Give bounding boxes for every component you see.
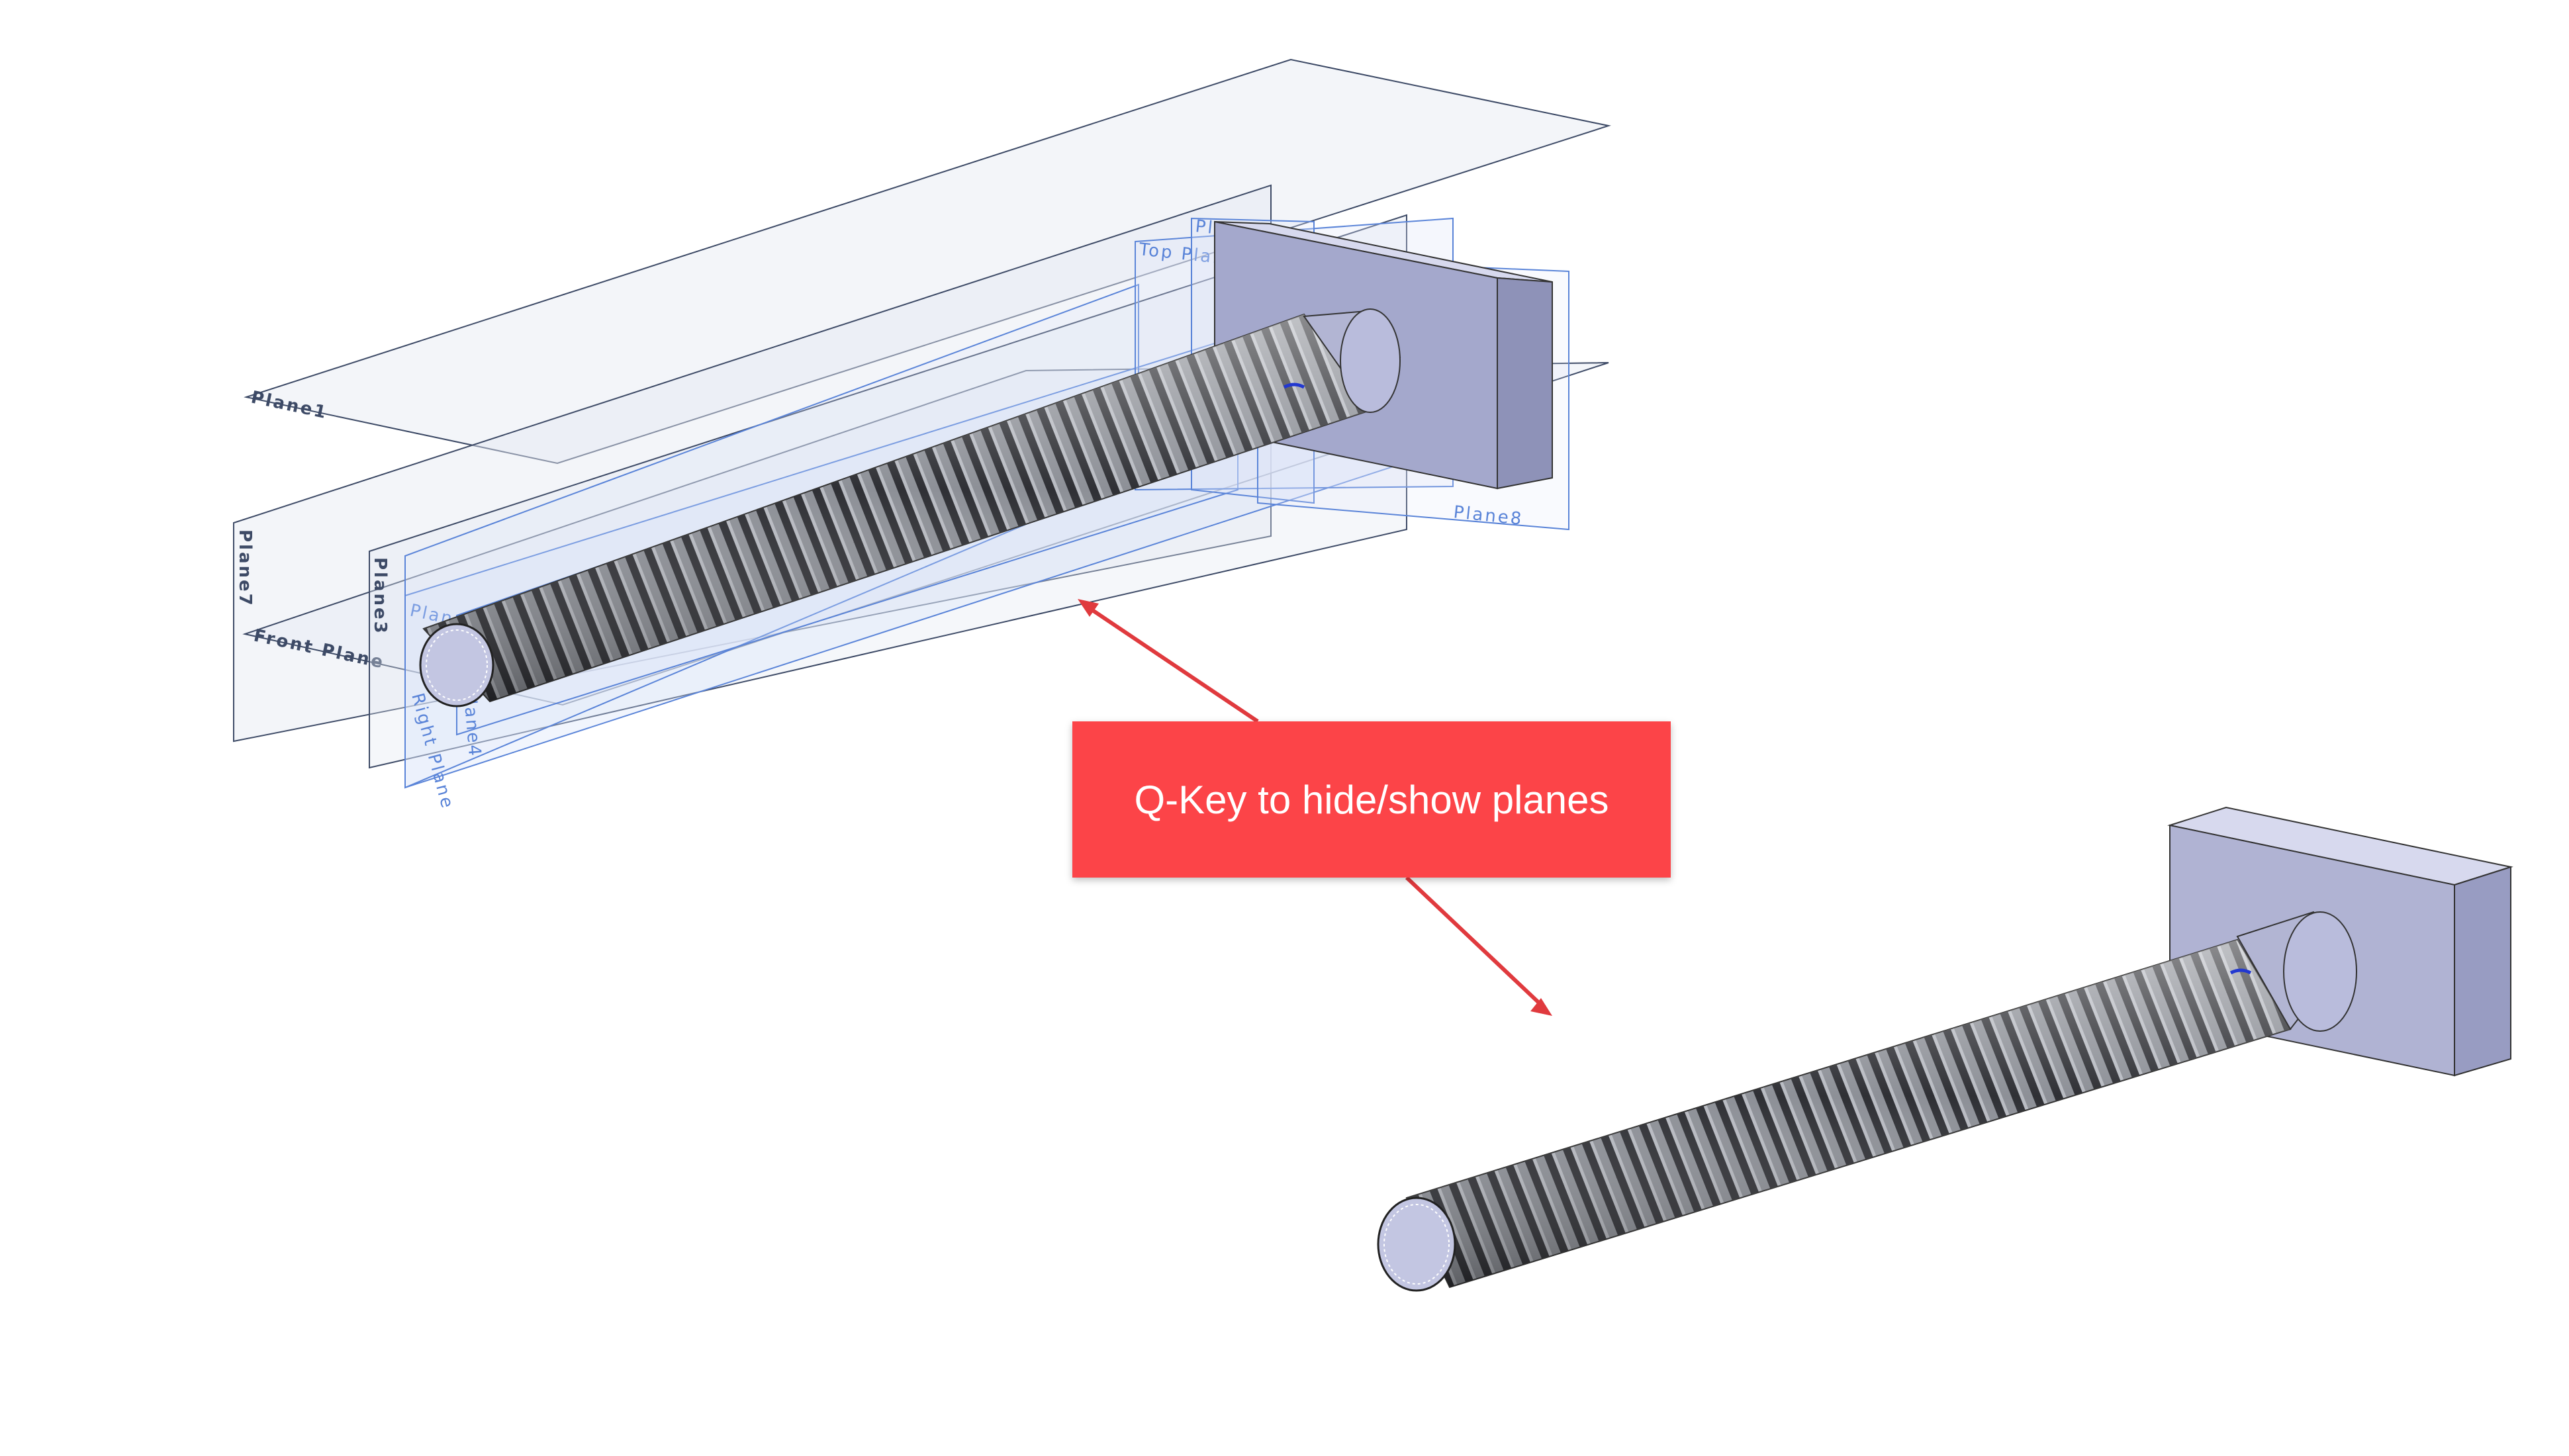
view-planes-visible: Plane1 Plane7 Front Plane Plane3 Plane5 … [233,58,1611,812]
threaded-rod-bottom[interactable] [1377,911,2357,1292]
plane1[interactable]: Plane1 [244,58,1611,465]
callout-box: Q-Key to hide/show planes [1072,721,1671,878]
plane3-label: Plane3 [370,557,390,635]
sketch-arrow-icon [2229,968,2252,975]
annotation-arrows [1078,599,1552,1016]
callout-text: Q-Key to hide/show planes [1134,777,1609,822]
threaded-rod-top[interactable] [419,308,1401,707]
view-planes-hidden [1377,806,2513,1292]
plane7-label: Plane7 [235,529,255,608]
sketch-arrow-icon [1283,383,1305,389]
